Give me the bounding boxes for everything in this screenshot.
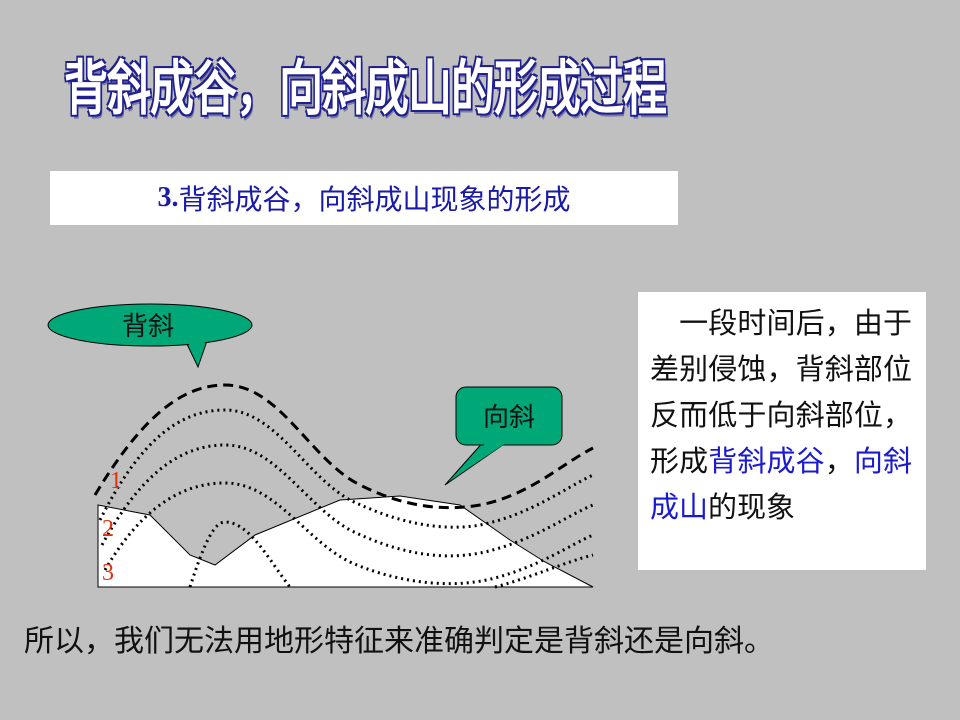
subtitle-text: 背斜成谷，向斜成山现象的形成 (178, 183, 571, 216)
explanation-separator: ， (824, 444, 854, 478)
explanation-tail: 的现象 (708, 490, 796, 524)
fold-line-dashed (93, 383, 594, 510)
stratum-5 (494, 553, 594, 589)
syncline-callout: 向斜 (444, 386, 563, 486)
subtitle-number: 3. (157, 182, 179, 213)
layer-label-2: 2 (102, 516, 114, 542)
syncline-callout-label: 向斜 (483, 403, 535, 433)
layer-label-3: 3 (102, 560, 114, 586)
anticline-callout-label: 背斜 (122, 312, 174, 342)
stratum-1 (98, 408, 594, 529)
conclusion-text: 所以，我们无法用地形特征来准确判定是背斜还是向斜。 (24, 624, 774, 659)
layer-label-1: 1 (110, 468, 122, 494)
stratum-2 (100, 443, 594, 558)
anticline-callout: 背斜 (47, 303, 253, 369)
subtitle-box: 3.背斜成谷，向斜成山现象的形成 (50, 171, 678, 225)
fold-diagram: 1 2 3 背斜 向斜 (47, 303, 594, 589)
slide-title: 背斜成谷，向斜成山的形成过程 (64, 54, 667, 124)
explanation-box: 一段时间后，由于差别侵蚀，背斜部位反而低于向斜部位，形成背斜成谷，向斜成山的现象 (638, 292, 926, 570)
highlight-syncline-mountain: 向斜成山 (650, 444, 912, 524)
explanation-text: 一段时间后，由于差别侵蚀，背斜部位反而低于向斜部位，形成 (650, 306, 912, 478)
land-surface (97, 495, 594, 588)
highlight-anticline-valley: 背斜成谷 (708, 444, 825, 478)
